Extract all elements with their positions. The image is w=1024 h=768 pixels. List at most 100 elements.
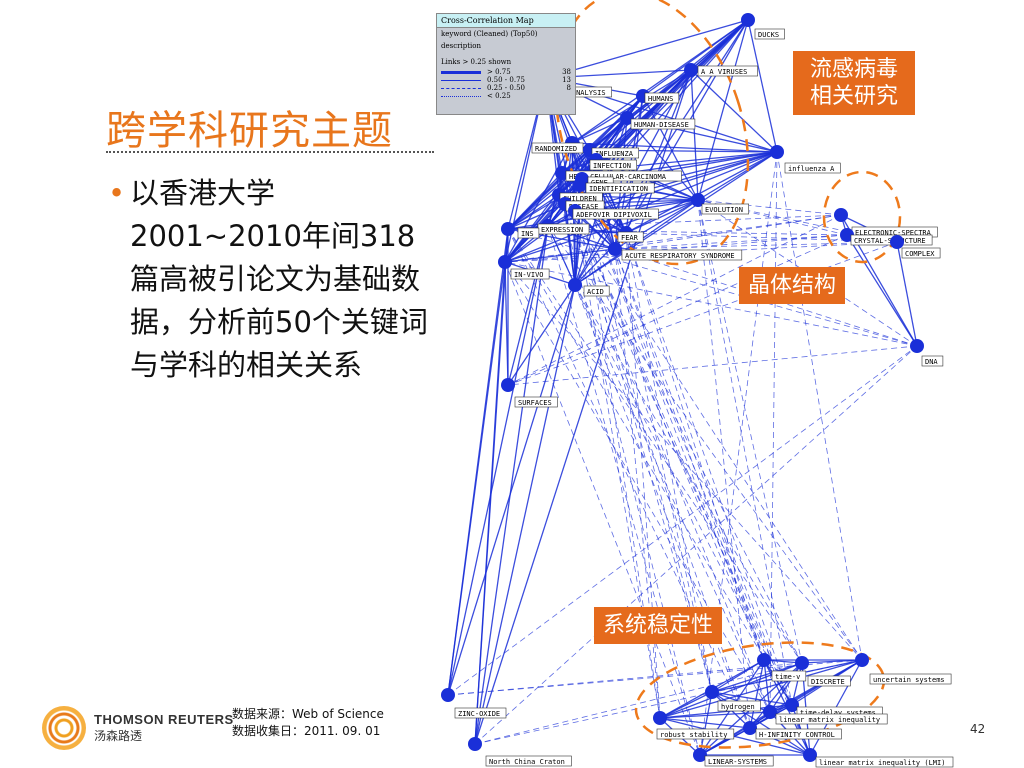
data-source: 数据来源：Web of Science bbox=[232, 707, 384, 721]
network-edge bbox=[574, 19, 749, 286]
node-label-box bbox=[815, 756, 954, 768]
network-node bbox=[573, 178, 587, 192]
network-edge bbox=[504, 261, 918, 347]
network-edge bbox=[659, 711, 771, 719]
legend-row-count: 38 bbox=[562, 68, 571, 76]
network-edge bbox=[749, 659, 765, 729]
node-label-box bbox=[755, 728, 842, 740]
node-label-box bbox=[517, 227, 540, 239]
network-edge bbox=[547, 225, 771, 713]
node-label-box bbox=[454, 707, 507, 719]
network-edge bbox=[507, 194, 560, 230]
logo-text-en: THOMSON REUTERS bbox=[94, 712, 234, 727]
node-label-box bbox=[775, 713, 888, 725]
network-edge bbox=[507, 225, 549, 386]
node-label: METAANALYSIS bbox=[555, 89, 606, 97]
logo-text-cn: 汤森路透 bbox=[94, 729, 143, 743]
network-node bbox=[568, 278, 582, 292]
network-edge bbox=[507, 241, 898, 386]
map-legend: Cross-Correlation Map keyword (Cleaned) … bbox=[436, 13, 576, 115]
network-edge bbox=[447, 228, 509, 696]
network-edge bbox=[711, 691, 793, 706]
network-node bbox=[770, 145, 784, 159]
network-node bbox=[890, 235, 904, 249]
network-edge bbox=[625, 232, 765, 661]
network-node bbox=[785, 698, 799, 712]
network-edge bbox=[571, 117, 628, 144]
network-edge bbox=[697, 199, 751, 729]
network-node bbox=[693, 748, 707, 762]
legend-row-label: 0.50 - 0.75 bbox=[487, 76, 525, 84]
node-label: IDENTIFICATION bbox=[589, 185, 648, 193]
cluster-highlight-ellipse bbox=[822, 170, 902, 264]
node-label-box bbox=[697, 65, 758, 77]
network-edge bbox=[447, 345, 918, 696]
title-divider bbox=[106, 151, 434, 153]
node-label: robust stability bbox=[660, 731, 727, 739]
network-edge bbox=[507, 214, 842, 230]
node-label-box bbox=[701, 203, 750, 215]
node-label: INFECTION bbox=[593, 162, 631, 170]
network-edge bbox=[474, 225, 549, 745]
network-node bbox=[910, 339, 924, 353]
node-label: HUMAN-DISEASE bbox=[634, 121, 689, 129]
node-label: CHILDREN bbox=[563, 195, 597, 203]
network-edge bbox=[697, 199, 842, 216]
thomson-reuters-logo: THOMSON REUTERS 汤森路透 bbox=[42, 706, 234, 750]
network-node bbox=[741, 13, 755, 27]
network-node bbox=[763, 705, 777, 719]
cluster-highlight-ellipse bbox=[554, 0, 750, 266]
network-edge bbox=[447, 225, 549, 696]
network-edge bbox=[574, 151, 778, 212]
network-edge bbox=[474, 69, 692, 745]
node-label: H-INFINITY CONTROL bbox=[759, 731, 835, 739]
legend-row-label: > 0.75 bbox=[487, 68, 511, 76]
network-edge bbox=[699, 727, 751, 756]
node-label: EVOLUTION bbox=[705, 206, 743, 214]
network-edge bbox=[507, 228, 803, 664]
network-edge bbox=[574, 151, 778, 286]
node-label-box bbox=[510, 268, 550, 280]
network-edge bbox=[690, 69, 699, 201]
network-node bbox=[555, 166, 569, 180]
network-edge bbox=[474, 284, 576, 745]
network-edge bbox=[690, 69, 778, 153]
legend-title: Cross-Correlation Map bbox=[437, 14, 575, 28]
network-edge bbox=[614, 214, 842, 250]
legend-subtitle-1: keyword (Cleaned) (Top50) bbox=[441, 30, 538, 38]
node-label-box bbox=[583, 285, 610, 297]
node-label: LINEAR-SYSTEMS bbox=[708, 758, 767, 766]
node-label: ACID bbox=[587, 288, 604, 296]
data-collection-date: 数据收集日：2011. 09. 01 bbox=[232, 724, 381, 738]
node-label: FEAR bbox=[621, 234, 639, 242]
network-edge bbox=[625, 232, 713, 693]
callout-crystal-structure: 晶体结构 bbox=[739, 267, 846, 304]
network-edge bbox=[776, 151, 863, 661]
slide-title: 跨学科研究主题 bbox=[106, 108, 393, 154]
network-edge bbox=[697, 199, 793, 706]
node-label: DNA bbox=[925, 358, 938, 366]
node-label-box bbox=[617, 231, 644, 243]
network-edge bbox=[699, 711, 771, 756]
node-label-box bbox=[754, 28, 785, 40]
data-source-note: 数据来源：Web of Science 数据收集日：2011. 09. 01 bbox=[232, 706, 384, 740]
legend-links-shown: Links > 0.25 shown bbox=[441, 58, 512, 66]
network-edge bbox=[579, 184, 713, 693]
network-node bbox=[691, 193, 705, 207]
network-edge bbox=[558, 194, 863, 661]
callout-system-stability: 系统稳定性 bbox=[594, 607, 723, 644]
network-edge bbox=[697, 199, 803, 664]
network-edge bbox=[614, 248, 713, 693]
network-edge bbox=[447, 662, 803, 696]
node-label-box bbox=[485, 755, 572, 767]
network-edge bbox=[747, 19, 778, 153]
network-edge bbox=[474, 345, 918, 745]
network-edge bbox=[659, 717, 751, 729]
network-node bbox=[705, 685, 719, 699]
node-label-box bbox=[771, 670, 807, 682]
node-label-box bbox=[717, 700, 761, 712]
network-edge bbox=[507, 214, 842, 386]
reuters-dots-icon bbox=[42, 706, 86, 750]
legend-subtitle-2: description bbox=[441, 42, 481, 50]
